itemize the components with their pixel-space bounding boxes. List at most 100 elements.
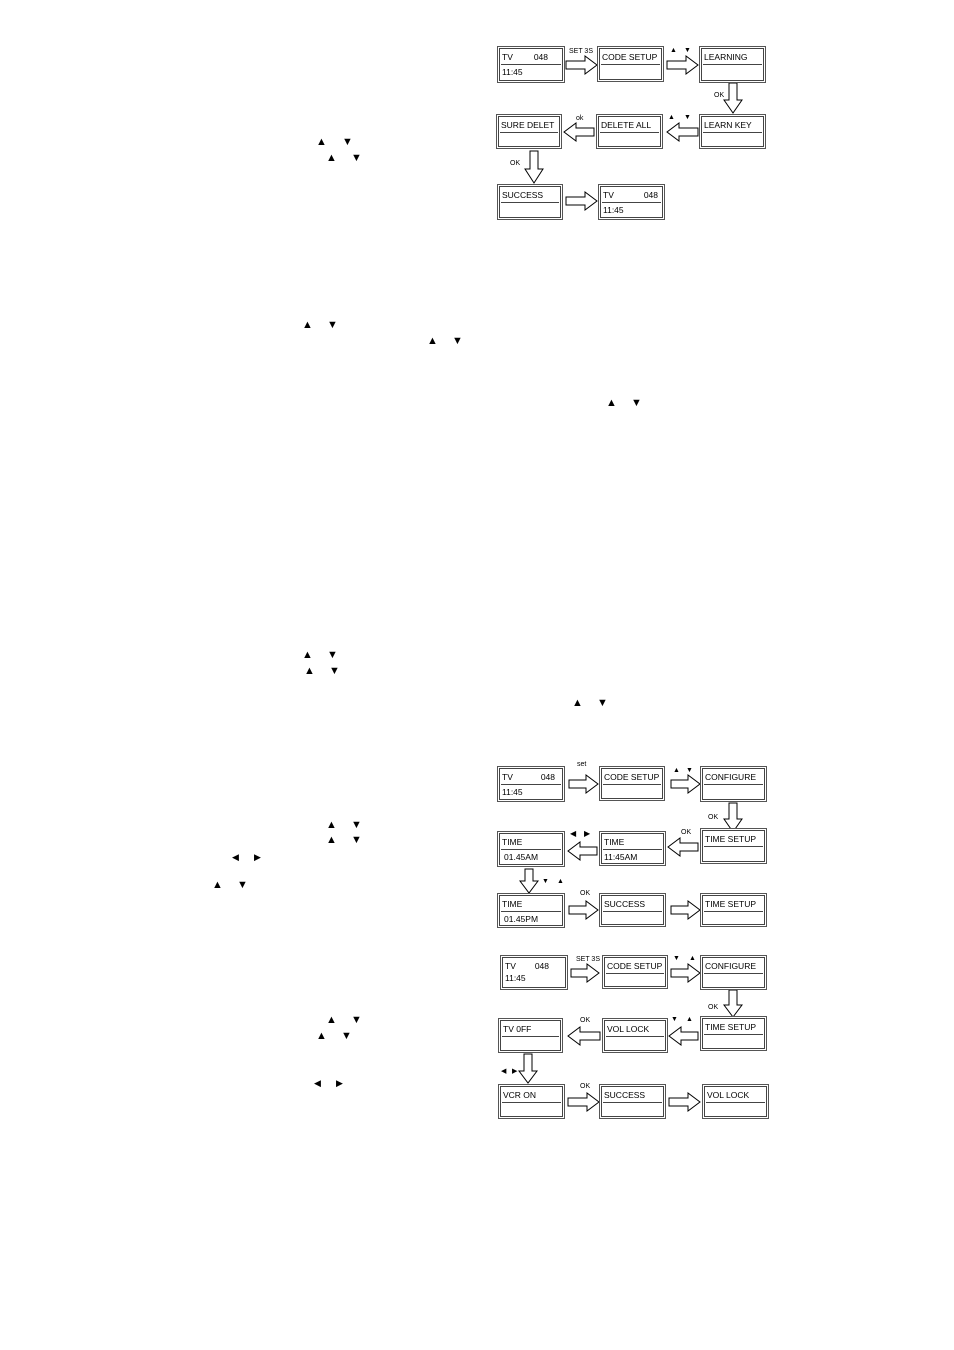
screen-text: TV xyxy=(502,772,513,782)
up-arrow-symbol: ▲ xyxy=(557,878,564,885)
screen-vol-lock: VOL LOCK xyxy=(602,1018,668,1053)
label-ok: OK xyxy=(681,829,692,836)
code-number: 048 xyxy=(533,52,548,62)
screen-text: SUCCESS xyxy=(502,190,544,200)
up-arrow-symbol: ▲ xyxy=(316,1030,327,1042)
label-ok: OK xyxy=(510,160,521,167)
screen-learn-key: LEARN KEY xyxy=(699,114,766,149)
screen-text: DELETE ALL xyxy=(601,120,652,130)
screen-tv: TV 048 11:45 xyxy=(598,184,665,220)
screen-tv: TV 048 11:45 xyxy=(497,766,565,802)
up-arrow-symbol: ▲ xyxy=(302,319,313,331)
down-arrow-symbol: ▼ xyxy=(351,834,362,846)
arrow-right xyxy=(666,55,699,75)
screen-time-setup: TIME SETUP xyxy=(700,893,767,927)
arrow-down xyxy=(524,150,544,184)
up-arrow-symbol: ▲ xyxy=(316,136,327,148)
up-arrow-symbol: ▲ xyxy=(427,335,438,347)
screen-tv: TV 048 11:45 xyxy=(497,46,565,83)
down-arrow-symbol: ▼ xyxy=(452,335,463,347)
arrow-left xyxy=(567,841,598,861)
screen-text: LEARN KEY xyxy=(704,120,752,130)
screen-learning: LEARNING xyxy=(699,46,766,83)
arrow-right xyxy=(565,55,598,75)
arrow-down xyxy=(723,82,743,114)
screen-success: SUCCESS xyxy=(599,1084,666,1119)
down-arrow-symbol: ▼ xyxy=(597,697,608,709)
arrow-right xyxy=(565,191,598,211)
screen-configure: CONFIGURE xyxy=(700,955,767,990)
up-arrow-symbol: ▲ xyxy=(686,1016,693,1023)
screen-text: 01.45AM xyxy=(504,852,539,862)
right-arrow-symbol: ▶ xyxy=(336,1078,343,1088)
up-arrow-symbol: ▲ xyxy=(673,767,680,774)
screen-text: 11:45 xyxy=(502,787,523,797)
label-ok: OK xyxy=(580,1083,591,1090)
arrow-right xyxy=(670,774,701,794)
down-arrow-symbol: ▼ xyxy=(542,878,549,885)
up-arrow-symbol: ▲ xyxy=(326,819,337,831)
arrow-down xyxy=(518,1053,538,1084)
screen-time: TIME 01.45AM xyxy=(497,831,565,867)
up-arrow-symbol: ▲ xyxy=(668,114,675,121)
label-ok: OK xyxy=(580,890,591,897)
arrow-down xyxy=(519,868,539,894)
down-arrow-symbol: ▼ xyxy=(686,767,693,774)
down-arrow-symbol: ▼ xyxy=(684,114,691,121)
down-arrow-symbol: ▼ xyxy=(327,649,338,661)
screen-text: TV 0FF xyxy=(503,1024,532,1034)
arrow-right xyxy=(670,900,701,920)
arrow-right xyxy=(670,963,701,983)
arrow-right xyxy=(567,1092,600,1112)
screen-text: TV xyxy=(505,961,516,971)
screen-text: CODE SETUP xyxy=(602,52,658,62)
screen-text: TIME xyxy=(502,899,523,909)
screen-text: LEARNING xyxy=(704,52,748,62)
right-arrow-symbol: ▶ xyxy=(584,829,591,838)
screen-text: TV xyxy=(603,190,614,200)
up-arrow-symbol: ▲ xyxy=(304,665,315,677)
code-number: 048 xyxy=(534,961,549,971)
up-arrow-symbol: ▲ xyxy=(326,152,337,164)
left-arrow-symbol: ◀ xyxy=(314,1078,321,1088)
down-arrow-symbol: ▼ xyxy=(351,152,362,164)
down-arrow-symbol: ▼ xyxy=(684,47,691,54)
screen-vcr-on: VCR ON xyxy=(498,1084,565,1119)
code-number: 048 xyxy=(643,190,658,200)
down-arrow-symbol: ▼ xyxy=(237,879,248,891)
arrow-right xyxy=(668,1092,701,1112)
up-arrow-symbol: ▲ xyxy=(689,955,696,962)
screen-time: TIME 11:45AM xyxy=(599,831,666,866)
down-arrow-symbol: ▼ xyxy=(351,819,362,831)
screen-text: 11:45 xyxy=(603,205,624,215)
screen-text: TIME xyxy=(502,837,523,847)
arrow-down xyxy=(723,989,743,1018)
down-arrow-symbol: ▼ xyxy=(671,1016,678,1023)
down-arrow-symbol: ▼ xyxy=(341,1030,352,1042)
screen-tv: TV 048 11:45 xyxy=(500,955,568,990)
screen-text: TIME SETUP xyxy=(705,899,757,909)
screen-text: SUCCESS xyxy=(604,899,646,909)
screen-text: TV xyxy=(502,52,513,62)
down-arrow-symbol: ▼ xyxy=(342,136,353,148)
up-arrow-symbol: ▲ xyxy=(302,649,313,661)
up-arrow-symbol: ▲ xyxy=(670,47,677,54)
screen-time: TIME 01.45PM xyxy=(497,893,565,928)
screen-text: VOL LOCK xyxy=(607,1024,650,1034)
screen-sure-delet: SURE DELET xyxy=(496,114,562,149)
up-arrow-symbol: ▲ xyxy=(326,834,337,846)
left-arrow-symbol: ◀ xyxy=(232,852,239,862)
screen-text: TIME SETUP xyxy=(705,834,757,844)
screen-text: TIME SETUP xyxy=(705,1022,757,1032)
down-arrow-symbol: ▼ xyxy=(673,955,680,962)
label-set: SET 3S xyxy=(576,956,600,963)
left-arrow-symbol: ◀ xyxy=(501,1068,507,1075)
screen-text: VOL LOCK xyxy=(707,1090,750,1100)
screen-text: CONFIGURE xyxy=(705,772,756,782)
screen-success: SUCCESS xyxy=(497,184,563,220)
arrow-left xyxy=(567,1026,601,1046)
screen-code-setup: CODE SETUP xyxy=(597,46,664,82)
arrow-right xyxy=(568,774,599,794)
screen-time-setup: TIME SETUP xyxy=(700,828,767,864)
